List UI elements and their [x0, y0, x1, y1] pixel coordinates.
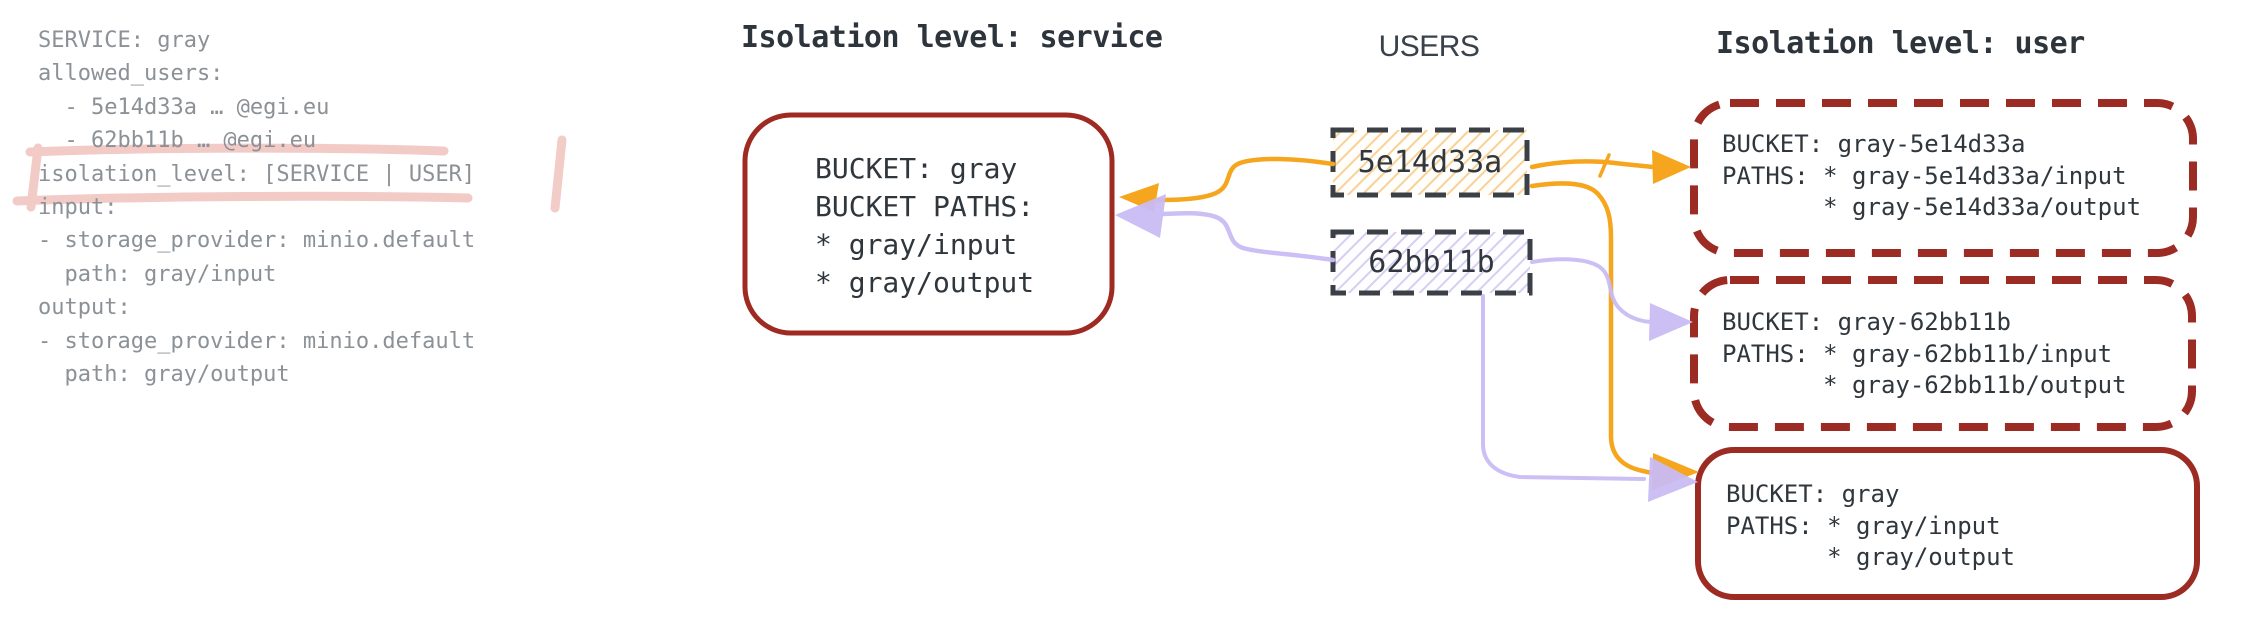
user2-box	[1330, 229, 1533, 296]
user1-bucket-text: BUCKET: gray-5e14d33a PATHS: * gray-5e14…	[1722, 130, 2142, 221]
arrow-user1-to-shared-bucket	[1529, 181, 1699, 490]
arrow-user2-to-shared-bucket	[1481, 294, 1698, 502]
shared-bucket-box	[1695, 447, 2200, 600]
user2-label: 62bb11b	[1368, 245, 1495, 280]
arrow-user2-to-user2-bucket	[1530, 257, 1693, 341]
isolation-level-highlight	[12, 135, 567, 213]
yaml-config: SERVICE: gray allowed_users: - 5e14d33a …	[38, 28, 476, 388]
users-title: USERS	[1378, 30, 1480, 63]
arrow-user2-to-service	[1115, 194, 1336, 263]
service-isolation-title: Isolation level: service	[741, 20, 1163, 55]
user-isolation-title: Isolation level: user	[1716, 26, 2085, 61]
shared-bucket-text: BUCKET: gray PATHS: * gray/input * gray/…	[1726, 480, 2015, 571]
user1-label: 5e14d33a	[1357, 145, 1503, 180]
arrow-user1-to-user1-bucket	[1529, 150, 1691, 184]
user2-bucket-box	[1690, 276, 2196, 431]
service-bucket-box	[742, 112, 1115, 336]
service-bucket-text: BUCKET: gray BUCKET PATHS: * gray/input …	[815, 152, 1035, 299]
user2-bucket-text: BUCKET: gray-62bb11b PATHS: * gray-62bb1…	[1722, 308, 2127, 399]
user1-bucket-box	[1690, 99, 2197, 257]
